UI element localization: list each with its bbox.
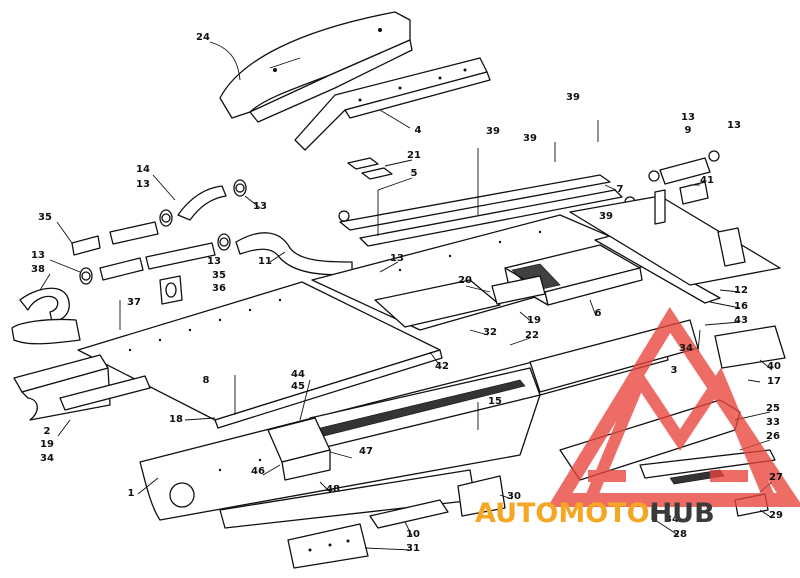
callout-label-38: 38 — [31, 264, 45, 275]
part-5-rail — [339, 148, 623, 247]
callout-label-46: 46 — [251, 466, 265, 477]
callout-label-17: 17 — [767, 376, 781, 387]
part-12-rail-right — [569, 189, 781, 304]
callout-label-34: 34 — [40, 453, 54, 464]
callout-label-39: 39 — [523, 133, 537, 144]
watermark-text-auto: AUTO — [475, 498, 558, 529]
callout-label-43: 43 — [734, 315, 748, 326]
watermark-text-moto: MOTO — [558, 498, 649, 529]
callout-label-31: 31 — [406, 543, 420, 554]
part-30-plate — [457, 475, 506, 517]
callout-label-30: 30 — [507, 491, 521, 502]
part-4-side-plate — [294, 57, 491, 151]
callout-label-13: 13 — [681, 112, 695, 123]
part-18-tunnel-top — [77, 281, 443, 429]
hose-assembly-right — [659, 157, 711, 205]
callout-label-36: 36 — [212, 283, 226, 294]
callout-label-1: 1 — [128, 488, 135, 499]
callout-label-39: 39 — [566, 92, 580, 103]
callout-label-42: 42 — [435, 361, 449, 372]
callout-label-22: 22 — [525, 330, 539, 341]
callout-label-47: 47 — [359, 446, 373, 457]
callout-label-21: 21 — [407, 150, 421, 161]
callout-label-24: 24 — [196, 32, 210, 43]
callout-label-15: 15 — [488, 396, 502, 407]
callout-label-13: 13 — [390, 253, 404, 264]
callout-label-10: 10 — [406, 529, 420, 540]
callout-label-45: 45 — [291, 381, 305, 392]
part-31-plate — [287, 523, 369, 569]
callout-label-28: 28 — [673, 529, 687, 540]
callout-label-26: 26 — [766, 431, 780, 442]
callout-label-8: 8 — [203, 375, 210, 386]
callout-label-4: 4 — [415, 125, 422, 136]
callout-label-5: 5 — [411, 168, 418, 179]
bolts — [119, 120, 761, 520]
callout-label-19: 19 — [527, 315, 541, 326]
part-21-pads — [347, 157, 393, 180]
callout-label-25: 25 — [766, 403, 780, 414]
callout-label-13: 13 — [727, 120, 741, 131]
part-20-bracket — [374, 275, 546, 328]
watermark-text: AUTOMOTOHUB — [475, 498, 715, 529]
watermark-text-hub: HUB — [650, 498, 715, 529]
callout-label-41: 41 — [700, 175, 714, 186]
callout-label-29: 29 — [769, 510, 783, 521]
callout-label-34: 34 — [679, 343, 693, 354]
watermark-logo — [547, 306, 800, 507]
callout-label-13: 13 — [207, 256, 221, 267]
part-46-bracket — [267, 417, 331, 481]
callout-label-35: 35 — [38, 212, 52, 223]
callout-label-37: 37 — [127, 297, 141, 308]
callout-label-7: 7 — [617, 184, 624, 195]
callout-label-14: 14 — [136, 164, 150, 175]
callout-label-20: 20 — [458, 275, 472, 286]
callout-label-18: 18 — [169, 414, 183, 425]
callout-label-11: 11 — [258, 256, 272, 267]
callout-label-6: 6 — [595, 308, 602, 319]
callout-label-34: 34 — [665, 514, 679, 525]
part-10-plate — [369, 499, 449, 529]
leader-lines — [39, 41, 773, 551]
callout-label-2: 2 — [44, 426, 51, 437]
callout-label-32: 32 — [483, 327, 497, 338]
callout-label-19: 19 — [40, 439, 54, 450]
hose-assembly-left — [11, 179, 383, 345]
callout-label-13: 13 — [31, 250, 45, 261]
callout-label-12: 12 — [734, 285, 748, 296]
callout-label-3: 3 — [671, 365, 678, 376]
callout-label-13: 13 — [253, 201, 267, 212]
callout-label-39: 39 — [599, 211, 613, 222]
part-24-hood-shroud — [219, 11, 413, 123]
callout-label-9: 9 — [685, 125, 692, 136]
callout-label-33: 33 — [766, 417, 780, 428]
callout-label-27: 27 — [769, 472, 783, 483]
callout-label-16: 16 — [734, 301, 748, 312]
callout-label-48: 48 — [326, 484, 340, 495]
callout-label-35: 35 — [212, 270, 226, 281]
callout-label-44: 44 — [291, 369, 305, 380]
callout-label-13: 13 — [136, 179, 150, 190]
callout-label-39: 39 — [486, 126, 500, 137]
part-2-left-side-rail — [13, 354, 151, 421]
callout-label-40: 40 — [767, 361, 781, 372]
